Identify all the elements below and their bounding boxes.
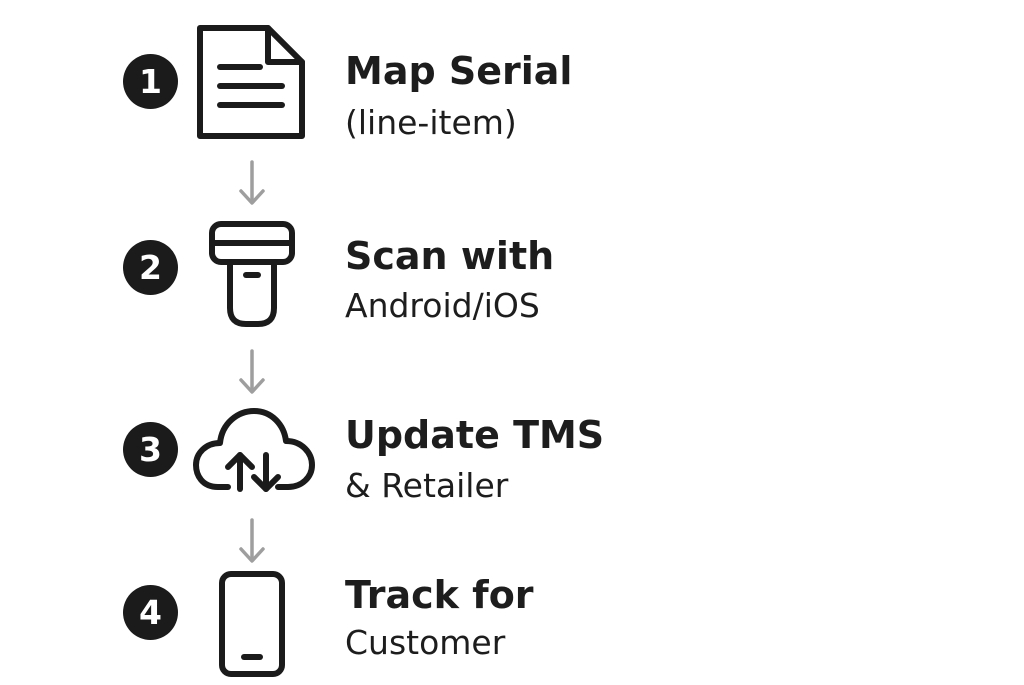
step-title: Map Serial xyxy=(345,49,573,93)
down-arrow-icon xyxy=(238,158,266,208)
step-title: Scan with xyxy=(345,234,555,278)
smartphone-icon xyxy=(190,560,315,685)
scanner-icon xyxy=(190,210,315,335)
step-subtitle: & Retailer xyxy=(345,466,509,505)
step-number-badge: 1 xyxy=(123,54,178,109)
step-subtitle: (line-item) xyxy=(345,103,517,142)
step-subtitle: Android/iOS xyxy=(345,286,540,325)
step-number-badge: 3 xyxy=(123,422,178,477)
document-icon xyxy=(190,20,315,145)
down-arrow-icon xyxy=(238,516,266,566)
step-number-badge: 2 xyxy=(123,240,178,295)
cloud-sync-icon xyxy=(190,395,315,520)
step-title: Track for xyxy=(345,573,534,617)
step-title: Update TMS xyxy=(345,413,605,457)
step-subtitle: Customer xyxy=(345,623,506,662)
down-arrow-icon xyxy=(238,347,266,397)
step-number-badge: 4 xyxy=(123,585,178,640)
